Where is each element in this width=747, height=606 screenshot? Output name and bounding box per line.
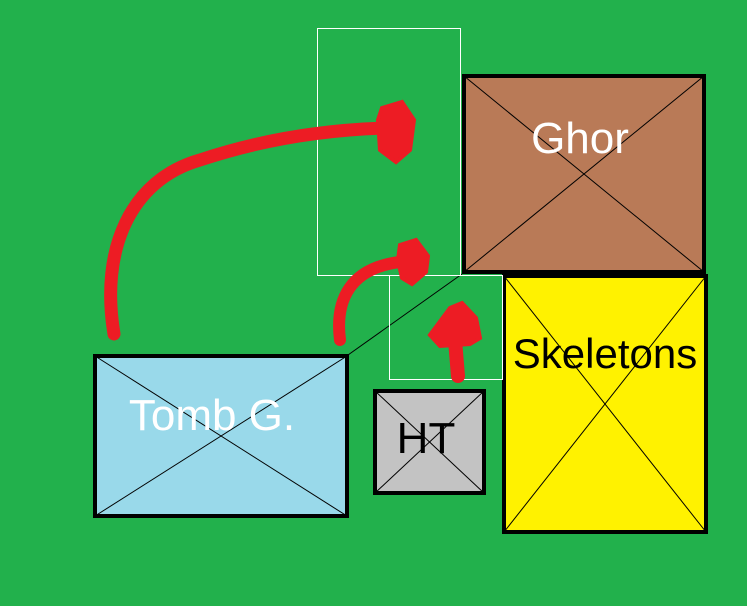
tomb-label: Tomb G. xyxy=(129,391,295,440)
arrow-medium xyxy=(333,237,431,346)
connector-line xyxy=(347,273,463,356)
ht-box: HT xyxy=(373,389,486,495)
skeletons-label: Skeletons xyxy=(513,330,697,377)
arrow-small xyxy=(427,300,483,383)
ht-label: HT xyxy=(397,414,456,463)
skeletons-box: Skeletons xyxy=(502,274,708,534)
ghor-box: Ghor xyxy=(462,74,706,274)
ghor-label: Ghor xyxy=(531,114,629,163)
tomb-box: Tomb G. xyxy=(93,354,349,518)
zone-lower xyxy=(389,275,503,380)
arrow-large xyxy=(104,99,417,341)
